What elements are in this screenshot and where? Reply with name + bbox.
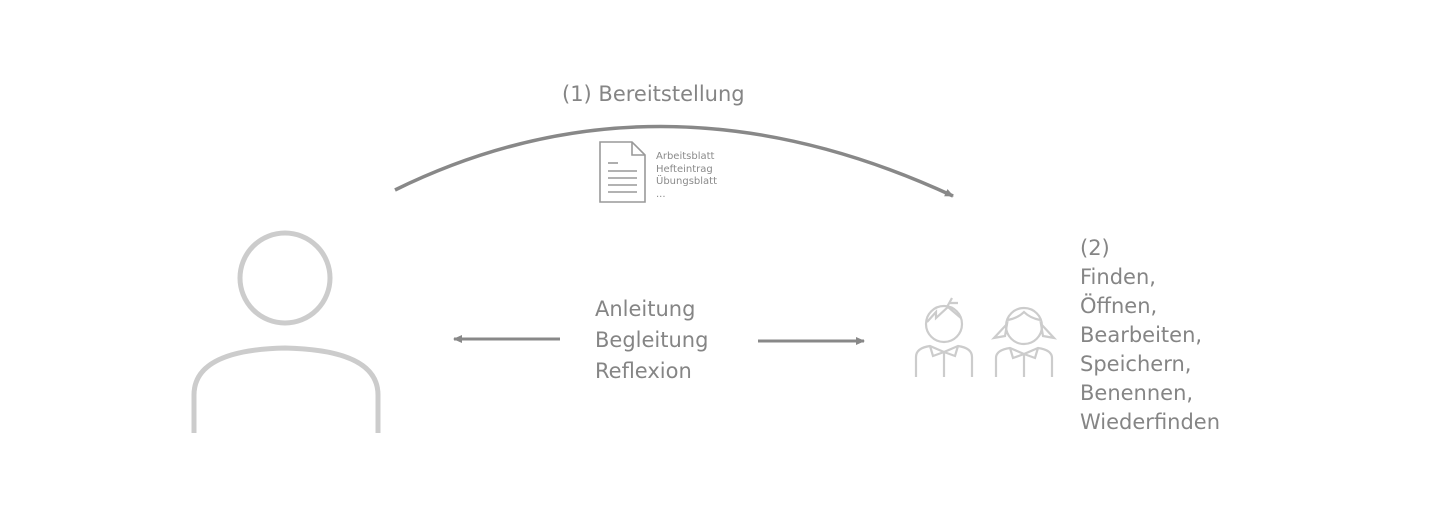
task-item: Benennen, xyxy=(1080,381,1194,405)
provision-arc-arrow xyxy=(394,124,954,198)
girl-icon xyxy=(990,306,1058,377)
guidance-item: Reflexion xyxy=(595,359,692,383)
provision-label: (1) Bereitstellung xyxy=(562,82,745,106)
boy-icon xyxy=(914,297,974,377)
document-type: Übungsblatt xyxy=(656,176,717,187)
task-item: Öffnen, xyxy=(1080,294,1158,318)
task-item: Wiederfinden xyxy=(1080,410,1221,434)
task-item: Finden, xyxy=(1080,265,1156,289)
document-type: Arbeitsblatt xyxy=(656,151,715,162)
guidance-list: Anleitung Begleitung Reflexion xyxy=(595,294,708,387)
document-type: Hefteintrag xyxy=(656,163,713,175)
task-item: Speichern, xyxy=(1080,352,1192,376)
document-types-list: Arbeitsblatt Hefteintrag Übungsblatt ... xyxy=(656,151,717,201)
student-tasks-list: (2) Finden, Öffnen, Bearbeiten, Speicher… xyxy=(1080,234,1220,437)
task-item: Bearbeiten, xyxy=(1080,323,1203,347)
teacher-icon xyxy=(191,230,381,433)
document-icon xyxy=(599,141,646,203)
guidance-item: Anleitung xyxy=(595,297,696,321)
document-type: ... xyxy=(656,188,666,200)
guidance-item: Begleitung xyxy=(595,328,709,352)
task-item: (2) xyxy=(1080,236,1110,260)
